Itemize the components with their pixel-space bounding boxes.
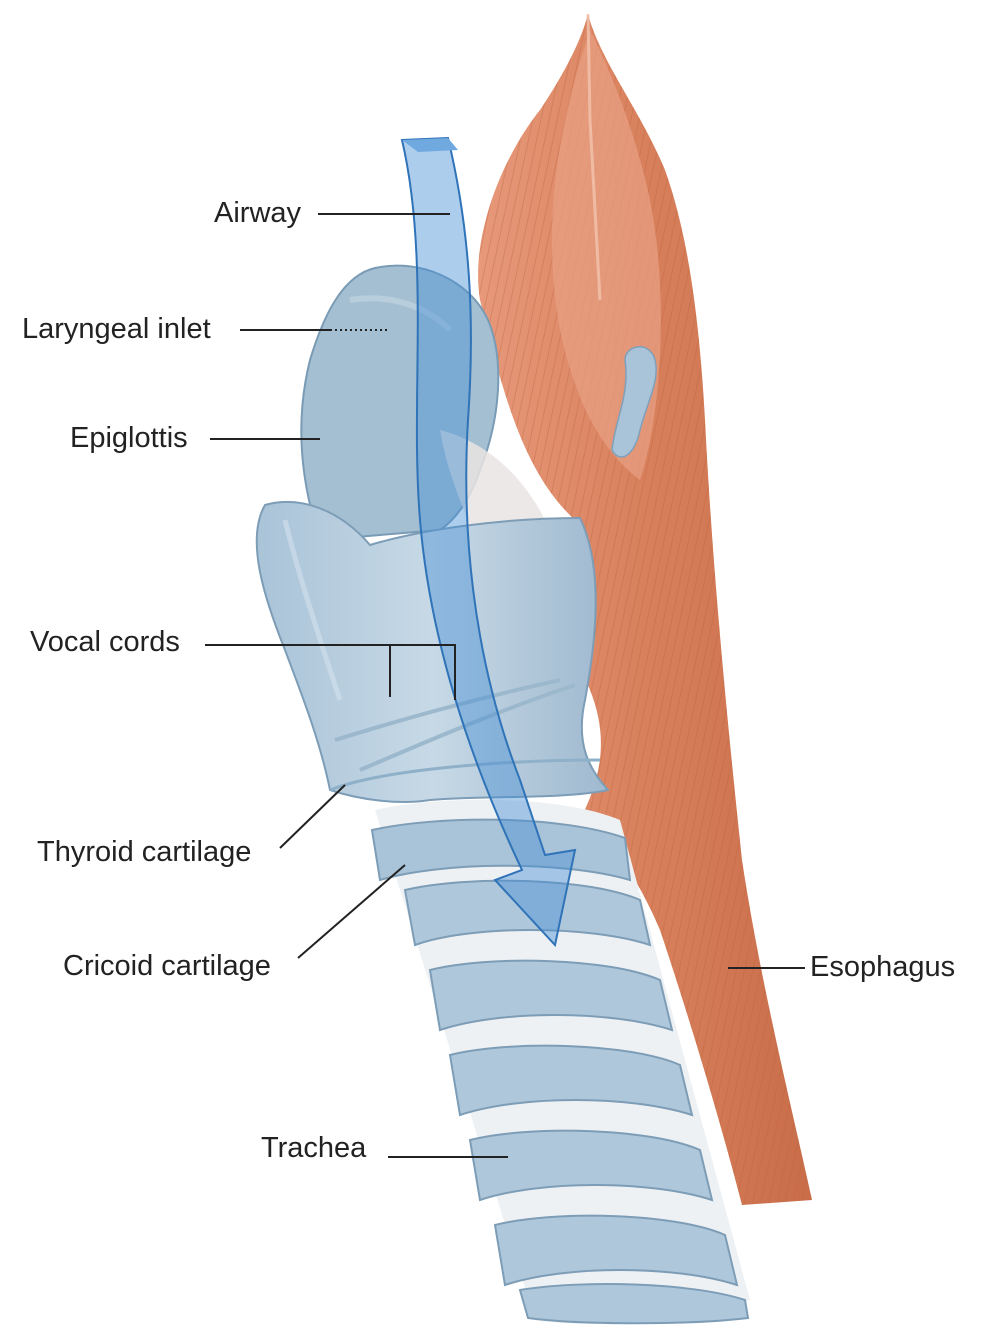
cricoid-cartilage-leader (297, 864, 406, 959)
esophagus-muscle (478, 13, 812, 1205)
label-cricoid-cartilage: Cricoid cartilage (63, 950, 271, 982)
vocal-cords-leader (205, 644, 456, 700)
label-airway: Airway (214, 197, 302, 229)
trachea-shape (370, 799, 750, 1325)
label-epiglottis: Epiglottis (70, 422, 188, 454)
airway-arrow (400, 136, 577, 948)
label-vocal-cords: Vocal cords (30, 626, 180, 658)
epiglottis-shape (300, 264, 500, 542)
cricoid-ring (370, 818, 632, 882)
label-laryngeal-inlet: Laryngeal inlet (22, 313, 211, 345)
thyroid-cartilage-shape (255, 501, 610, 803)
corniculate-process (611, 346, 657, 458)
vocal-cords-shape (334, 678, 576, 772)
label-thyroid-cartilage: Thyroid cartilage (37, 836, 252, 868)
label-esophagus: Esophagus (810, 951, 956, 983)
label-trachea: Trachea (261, 1132, 367, 1164)
leader-lines (205, 213, 805, 1158)
thyroid-cartilage-leader (279, 784, 346, 849)
